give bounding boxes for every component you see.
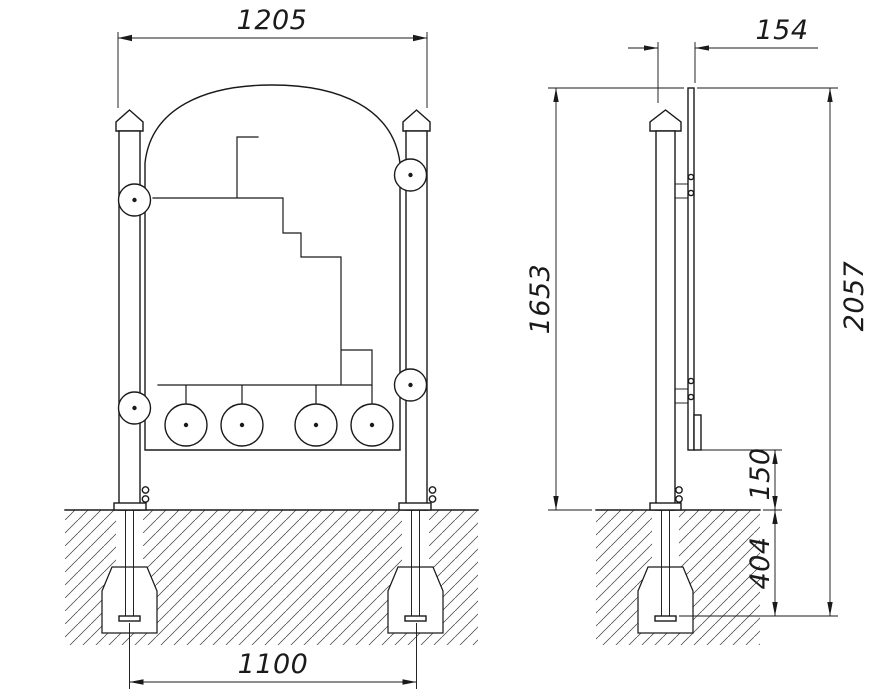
footing-side bbox=[637, 510, 694, 634]
panel-side bbox=[675, 87, 702, 451]
bolt-icon bbox=[675, 495, 683, 503]
bolt-icon bbox=[687, 377, 695, 385]
dimension-label-panel-width: 1205 bbox=[237, 5, 308, 36]
maze-track bbox=[152, 136, 373, 405]
post-cap-right bbox=[402, 109, 431, 132]
bolt-icon bbox=[687, 189, 695, 197]
post-cap-side bbox=[649, 109, 682, 132]
mounting-tabs bbox=[117, 158, 428, 425]
anchor-plate-left bbox=[118, 615, 141, 622]
bolt-icon bbox=[141, 495, 150, 503]
dimension-label-ground-clearance: 150 bbox=[745, 447, 776, 500]
play-panel bbox=[117, 84, 428, 451]
dimension-anchor-spacing: 1100 bbox=[129, 623, 417, 689]
panel-outline bbox=[144, 84, 401, 451]
base-plate-left bbox=[113, 502, 147, 511]
post-cap-left bbox=[115, 109, 144, 132]
side-view: 154 1653 2057 150 bbox=[525, 15, 870, 645]
spinner-wheels bbox=[164, 403, 394, 447]
bolt-icon bbox=[428, 495, 437, 503]
dimension-panel-offset: 154 bbox=[628, 15, 818, 103]
bolt-icon bbox=[428, 486, 437, 494]
anchor-plate-right bbox=[404, 615, 427, 622]
anchor-plate-side bbox=[654, 615, 677, 622]
dimension-height-above-ground: 1653 bbox=[525, 87, 684, 511]
dimension-label-height-above-ground: 1653 bbox=[525, 264, 556, 335]
front-view: 1205 1100 bbox=[64, 5, 479, 689]
base-plate-side bbox=[649, 502, 682, 511]
panel-edge bbox=[687, 87, 695, 451]
dimension-panel-width: 1205 bbox=[117, 5, 428, 108]
post-side bbox=[649, 109, 683, 511]
post-left bbox=[113, 109, 150, 511]
bolt-icon bbox=[687, 393, 695, 401]
dimension-ground-clearance: 150 bbox=[697, 447, 782, 511]
dimension-label-anchor-spacing: 1100 bbox=[238, 649, 309, 680]
dimension-embed-depth: 404 bbox=[745, 510, 778, 616]
dimension-label-embed-depth: 404 bbox=[745, 536, 776, 589]
dimension-label-total-height: 2057 bbox=[839, 261, 870, 332]
bolt-icon bbox=[675, 486, 683, 494]
dimension-label-panel-offset: 154 bbox=[755, 15, 808, 46]
bolt-icon bbox=[141, 486, 150, 494]
dimension-total-height: 2057 bbox=[679, 87, 870, 617]
bolt-icon bbox=[687, 173, 695, 181]
post-right bbox=[398, 109, 437, 511]
bracket bbox=[693, 414, 702, 451]
footing-right bbox=[387, 510, 444, 634]
base-plate-right bbox=[398, 502, 432, 511]
footing-left bbox=[101, 510, 158, 634]
